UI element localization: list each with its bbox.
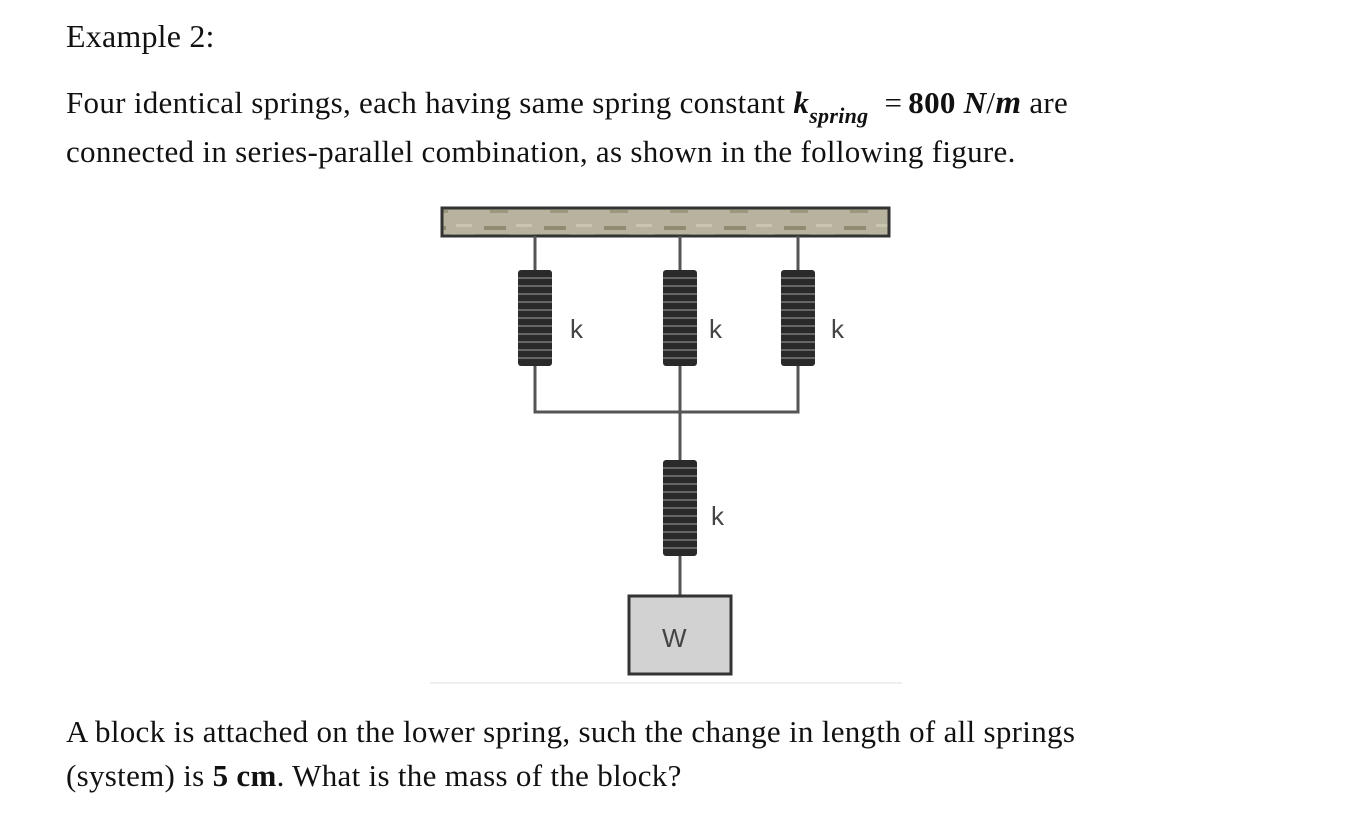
spring-label-lower: k: [711, 501, 725, 531]
length-change-value: 5 cm: [212, 758, 277, 793]
spring-label-left: k: [570, 314, 584, 344]
block-label: W: [662, 623, 687, 653]
spring-lower: [663, 460, 697, 556]
connection-wires: [533, 236, 800, 596]
question-text: A block is attached on the lower spring,…: [66, 710, 1075, 798]
intro-prefix: Four identical springs, each having same…: [66, 85, 786, 120]
spring-label-middle: k: [709, 314, 723, 344]
weight-block: W: [627, 594, 733, 676]
spring-label-right: k: [831, 314, 845, 344]
equals-sign: =: [884, 85, 903, 120]
k-subscript: spring: [809, 103, 869, 128]
question-line1: A block is attached on the lower spring,…: [66, 714, 1076, 749]
spring-left: [518, 270, 552, 366]
unit-newton: N: [963, 85, 987, 120]
k-symbol: k: [793, 85, 810, 120]
question-line2-suffix: . What is the mass of the block?: [276, 758, 682, 793]
intro-suffix: are: [1029, 85, 1069, 120]
intro-line2: connected in series-parallel combination…: [66, 134, 1016, 169]
problem-statement: Four identical springs, each having same…: [66, 80, 1068, 175]
spring-right: [781, 270, 815, 366]
example-heading: Example 2:: [66, 18, 215, 54]
unit-meter: m: [995, 85, 1022, 121]
question-line2-prefix: (system) is: [66, 758, 205, 793]
ceiling-support: [440, 206, 891, 238]
spring-constant-value: 800: [908, 85, 956, 120]
spring-middle: [663, 270, 697, 366]
spring-system-figure: k k k k W: [430, 206, 902, 684]
unit-separator: /: [986, 85, 996, 120]
